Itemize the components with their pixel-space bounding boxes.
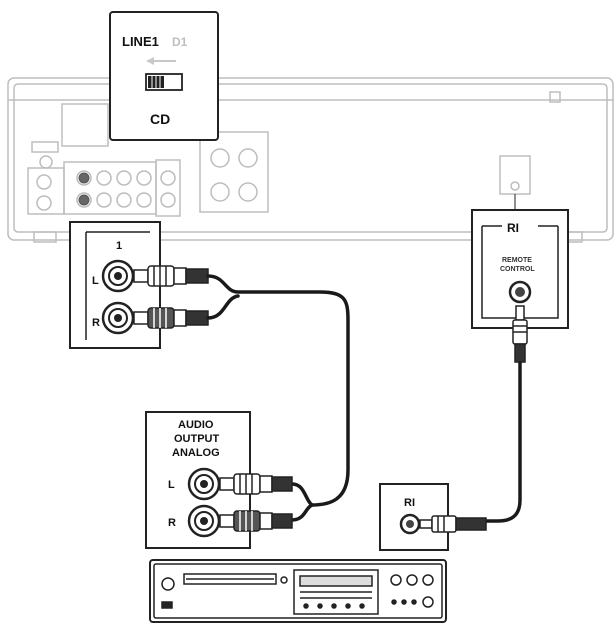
line-input-left-jack[interactable] bbox=[101, 259, 135, 293]
line-input-number: 1 bbox=[116, 240, 122, 252]
transport-button-3[interactable] bbox=[422, 574, 434, 586]
transport-button-2[interactable] bbox=[406, 574, 418, 586]
remote-cable bbox=[486, 362, 522, 523]
receiver-line1-jacks-highlight bbox=[78, 172, 90, 206]
audio-output-title-3: ANALOG bbox=[172, 447, 220, 459]
cd-audio-output-callout: AUDIO OUTPUT ANALOG L R bbox=[145, 411, 251, 549]
audio-output-title-2: OUTPUT bbox=[174, 433, 220, 445]
cd-ri-label: RI bbox=[404, 497, 415, 509]
rca-plug-right-cd bbox=[219, 510, 293, 532]
input-selector-callout: LINE1 D1 CD bbox=[109, 11, 219, 141]
cd-ri-jack[interactable] bbox=[399, 513, 421, 535]
receiver-ri-jack[interactable] bbox=[508, 280, 532, 304]
rca-plug-right-receiver bbox=[133, 307, 209, 329]
audio-output-left-jack[interactable] bbox=[187, 467, 221, 501]
selector-cd-label: CD bbox=[150, 111, 170, 127]
audio-output-right-jack[interactable] bbox=[187, 504, 221, 538]
receiver-rear-panel bbox=[7, 77, 614, 243]
eject-button[interactable] bbox=[280, 576, 288, 584]
arrow-left-icon bbox=[146, 57, 176, 65]
standby-indicator-icon bbox=[161, 601, 173, 609]
audio-cable bbox=[206, 274, 350, 522]
audio-output-title-1: AUDIO bbox=[178, 419, 214, 431]
audio-output-left-label: L bbox=[168, 479, 175, 491]
receiver-ri-label: RI bbox=[507, 221, 519, 235]
line-input-right-label: R bbox=[92, 317, 100, 329]
remote-control-label-2: CONTROL bbox=[500, 266, 535, 273]
audio-output-right-label: R bbox=[168, 517, 176, 529]
receiver-line-input-callout: 1 L R bbox=[69, 221, 161, 349]
mini-plug-receiver bbox=[512, 305, 528, 363]
power-button[interactable] bbox=[161, 577, 175, 591]
selector-line1-label: LINE1 bbox=[122, 34, 159, 49]
cd-player-front bbox=[149, 559, 447, 623]
input-selector-switch[interactable] bbox=[145, 73, 183, 91]
rca-plug-left-cd bbox=[219, 473, 293, 495]
remote-control-label-1: REMOTE bbox=[502, 257, 532, 264]
line-input-right-jack[interactable] bbox=[101, 301, 135, 335]
transport-button-1[interactable] bbox=[390, 574, 402, 586]
mini-plug-cd bbox=[419, 515, 487, 533]
transport-button-4[interactable] bbox=[422, 596, 434, 608]
line-input-left-label: L bbox=[92, 275, 99, 287]
selector-d1-label: D1 bbox=[172, 35, 188, 49]
